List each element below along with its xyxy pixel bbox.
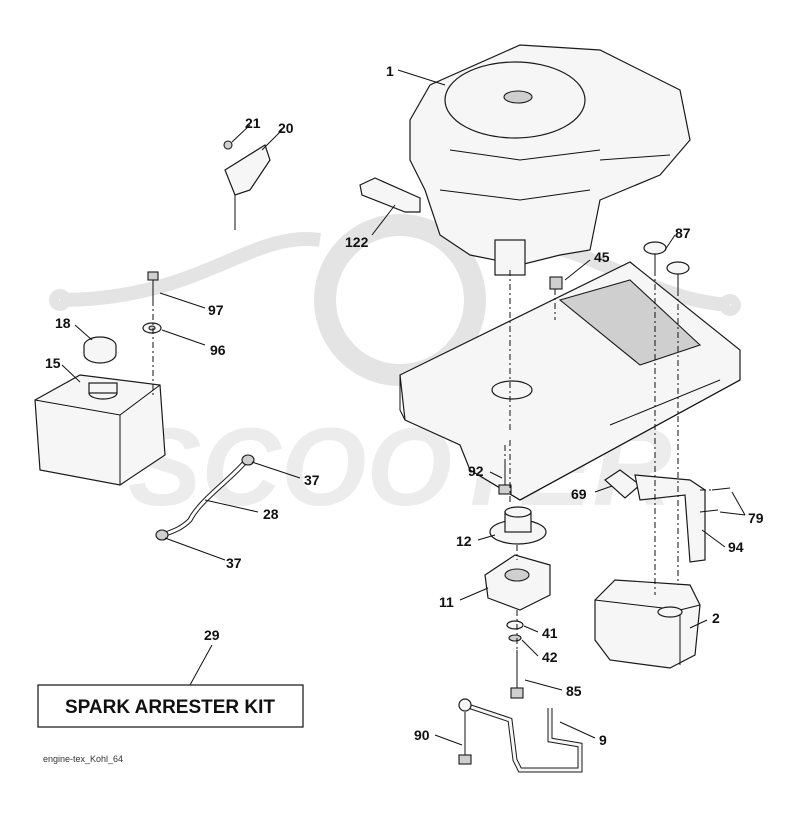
callout-2: 2 <box>712 610 720 626</box>
callouts: 1 21 20 122 45 87 97 96 18 15 37 28 37 9… <box>45 63 764 748</box>
exhaust-bolts <box>699 487 731 513</box>
leader-lines <box>61 69 746 746</box>
callout-15: 15 <box>45 355 61 371</box>
exhaust-pipe <box>634 474 706 563</box>
callout-92: 92 <box>468 463 484 479</box>
tank-washer <box>142 322 162 334</box>
callout-45: 45 <box>594 249 610 265</box>
callout-37-upper: 37 <box>304 472 320 488</box>
callout-122: 122 <box>345 234 369 250</box>
washer-42 <box>508 634 522 642</box>
callout-94: 94 <box>728 539 744 555</box>
fuel-tank <box>34 374 166 486</box>
callout-37-lower: 37 <box>226 555 242 571</box>
spark-arrester-kit-label: SPARK ARRESTER KIT <box>65 697 275 718</box>
callout-79: 79 <box>748 510 764 526</box>
nut-45 <box>549 276 563 290</box>
pulley <box>489 506 547 545</box>
spark-arrester-kit: SPARK ARRESTER KIT <box>37 684 304 728</box>
callout-20: 20 <box>278 120 294 136</box>
callout-12: 12 <box>456 533 472 549</box>
alignment-lines <box>152 270 712 650</box>
clutch-bolt <box>510 650 524 699</box>
callout-96: 96 <box>210 342 226 358</box>
callout-21: 21 <box>245 115 261 131</box>
callout-9: 9 <box>599 732 607 748</box>
callout-87: 87 <box>675 225 691 241</box>
callout-28: 28 <box>263 506 279 522</box>
callout-1: 1 <box>386 63 394 79</box>
callout-18: 18 <box>55 315 71 331</box>
callout-41: 41 <box>542 625 558 641</box>
shroud-piece <box>359 177 421 213</box>
muffler-bracket <box>458 698 583 773</box>
callout-29: 29 <box>204 627 220 643</box>
fuel-cap <box>83 336 117 364</box>
tank-bolt <box>147 271 159 300</box>
engine <box>409 44 691 276</box>
washer-41 <box>506 620 524 630</box>
fuel-line <box>155 454 255 541</box>
callout-42: 42 <box>542 649 558 665</box>
callout-97: 97 <box>208 302 224 318</box>
knob-87a <box>643 241 667 270</box>
source-label: engine-tex_Kohl_64 <box>43 754 123 764</box>
knob-87b <box>666 261 690 290</box>
callout-11: 11 <box>439 594 454 610</box>
throttle-bracket <box>223 140 271 230</box>
pto-clutch <box>484 554 551 611</box>
frame-bolt-92 <box>498 462 512 495</box>
spark-arrester-kit-box <box>37 684 304 728</box>
callout-69: 69 <box>571 486 587 502</box>
callout-85: 85 <box>566 683 582 699</box>
callout-90: 90 <box>414 727 430 743</box>
muffler <box>594 579 701 669</box>
bracket-bolt <box>458 712 472 765</box>
